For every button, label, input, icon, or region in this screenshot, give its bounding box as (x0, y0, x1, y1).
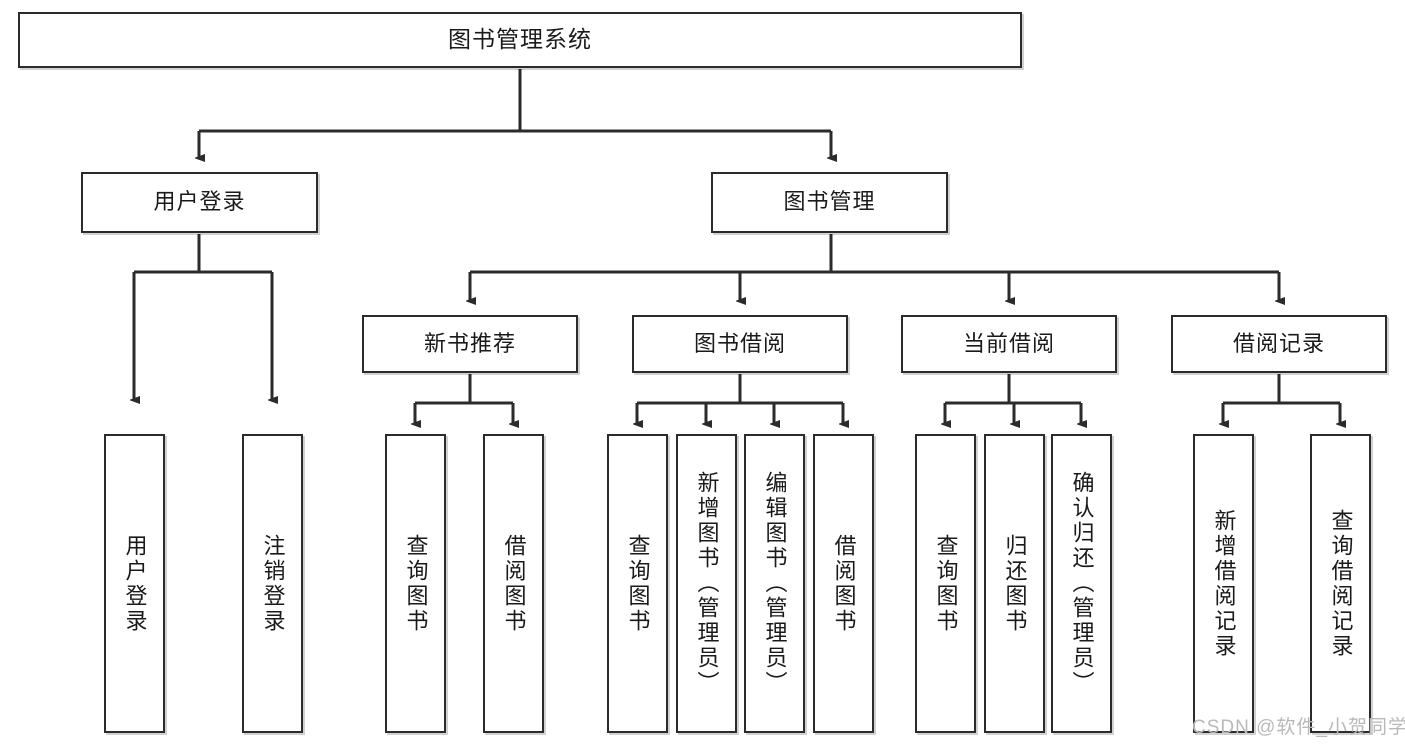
node-leaf-2-label: 注销登录 (260, 533, 286, 634)
node-leaf-9[interactable]: 查询图书 (915, 434, 976, 733)
node-book-manage[interactable]: 图书管理 (711, 172, 948, 233)
csdn-watermark: CSDN @软件_小贺同学 (1192, 717, 1405, 738)
node-leaf-4-label: 借阅图书 (501, 533, 527, 634)
node-leaf-6-label: 新增图书（管理员） (694, 471, 720, 696)
node-leaf-11[interactable]: 确认归还（管理员） (1051, 434, 1112, 733)
node-leaf-2[interactable]: 注销登录 (242, 434, 303, 733)
node-new-book-rec[interactable]: 新书推荐 (362, 315, 578, 373)
node-leaf-10[interactable]: 归还图书 (984, 434, 1045, 733)
node-current-borrow-label: 当前借阅 (962, 330, 1055, 356)
node-leaf-12[interactable]: 新增借阅记录 (1193, 434, 1254, 733)
node-leaf-11-label: 确认归还（管理员） (1069, 471, 1095, 696)
node-leaf-13[interactable]: 查询借阅记录 (1310, 434, 1371, 733)
node-leaf-3[interactable]: 查询图书 (385, 434, 446, 733)
node-leaf-1[interactable]: 用户登录 (104, 434, 165, 733)
node-leaf-8[interactable]: 借阅图书 (813, 434, 874, 733)
node-leaf-6[interactable]: 新增图书（管理员） (676, 434, 737, 733)
node-root[interactable]: 图书管理系统 (18, 12, 1022, 68)
node-borrow-record-label: 借阅记录 (1232, 330, 1325, 356)
node-leaf-9-label: 查询图书 (933, 533, 959, 634)
node-leaf-5-label: 查询图书 (625, 533, 651, 634)
node-leaf-4[interactable]: 借阅图书 (483, 434, 544, 733)
node-book-borrow[interactable]: 图书借阅 (632, 315, 848, 373)
node-leaf-3-label: 查询图书 (403, 533, 429, 634)
node-current-borrow[interactable]: 当前借阅 (901, 315, 1117, 373)
node-leaf-7-label: 编辑图书（管理员） (762, 471, 788, 696)
node-user-login[interactable]: 用户登录 (81, 172, 318, 233)
node-book-borrow-label: 图书借阅 (693, 330, 786, 356)
node-leaf-8-label: 借阅图书 (831, 533, 857, 634)
node-book-manage-label: 图书管理 (783, 189, 876, 215)
node-root-label: 图书管理系统 (448, 26, 592, 53)
node-leaf-5[interactable]: 查询图书 (607, 434, 668, 733)
node-leaf-12-label: 新增借阅记录 (1211, 508, 1237, 659)
node-borrow-record[interactable]: 借阅记录 (1171, 315, 1387, 373)
node-leaf-1-label: 用户登录 (122, 533, 148, 634)
node-leaf-13-label: 查询借阅记录 (1328, 508, 1354, 659)
node-new-book-rec-label: 新书推荐 (423, 330, 516, 356)
node-user-login-label: 用户登录 (153, 189, 246, 215)
node-leaf-10-label: 归还图书 (1002, 533, 1028, 634)
node-leaf-7[interactable]: 编辑图书（管理员） (744, 434, 805, 733)
